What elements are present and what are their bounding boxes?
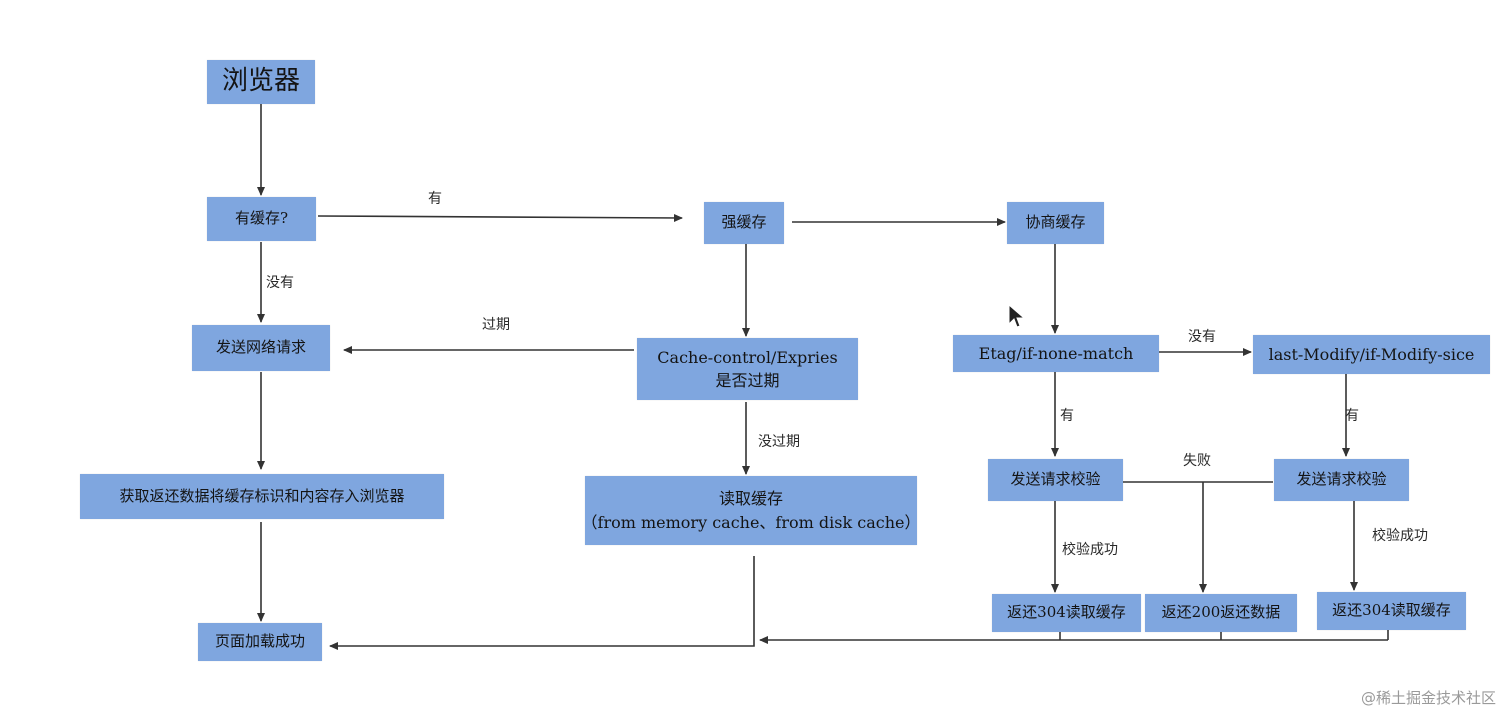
edge-label-yes-top: 有 <box>428 191 442 207</box>
node-negotiate-cache: 协商缓存 <box>1007 202 1104 244</box>
node-send-request: 发送网络请求 <box>192 325 330 371</box>
edge-label-validate-ok-right: 校验成功 <box>1372 528 1428 544</box>
node-strong-cache-label: 强缓存 <box>721 213 767 232</box>
edge-label-no-etag: 没有 <box>1188 329 1216 345</box>
node-page-loaded: 页面加载成功 <box>198 623 322 661</box>
node-has-cache: 有缓存? <box>207 197 316 241</box>
node-read-cache-line2: （from memory cache、from disk cache） <box>581 512 921 532</box>
node-return-304-left: 返还304读取缓存 <box>992 594 1141 632</box>
node-browser: 浏览器 <box>207 60 315 104</box>
edge-hascache-to-strongcache <box>317 213 683 222</box>
node-strong-cache: 强缓存 <box>704 202 784 244</box>
node-page-loaded-label: 页面加载成功 <box>214 632 305 651</box>
node-read-cache-line1: 读取缓存 <box>718 489 783 509</box>
node-return-304-right: 返还304读取缓存 <box>1317 592 1466 630</box>
node-validate-right: 发送请求校验 <box>1274 459 1409 501</box>
node-etag: Etag/if-none-match <box>953 335 1159 372</box>
node-validate-right-label: 发送请求校验 <box>1296 470 1387 489</box>
edge-readcache-to-pageloaded <box>329 556 755 650</box>
node-read-cache: 读取缓存 （from memory cache、from disk cache） <box>582 476 920 545</box>
edge-label-fail: 失败 <box>1183 453 1211 469</box>
node-get-data: 获取返还数据将缓存标识和内容存入浏览器 <box>80 474 444 519</box>
node-last-modify: last-Modify/if-Modify-sice <box>1253 335 1490 374</box>
node-return-304-right-label: 返还304读取缓存 <box>1332 601 1451 620</box>
node-return-200: 返还200返还数据 <box>1145 594 1297 632</box>
mouse-cursor-icon <box>1008 304 1026 328</box>
edge-label-yes-lastmod: 有 <box>1345 408 1359 424</box>
node-has-cache-label: 有缓存? <box>234 209 289 228</box>
node-return-200-label: 返还200返还数据 <box>1161 603 1281 622</box>
watermark: @稀土掘金技术社区 <box>1360 689 1496 707</box>
node-etag-label: Etag/if-none-match <box>978 343 1134 363</box>
node-return-304-left-label: 返还304读取缓存 <box>1007 603 1126 622</box>
node-get-data-label: 获取返还数据将缓存标识和内容存入浏览器 <box>119 486 405 505</box>
node-cache-control: Cache-control/Expries 是否过期 <box>637 338 858 400</box>
edge-label-not-expired: 没过期 <box>758 434 800 450</box>
node-validate-left-label: 发送请求校验 <box>1010 470 1101 489</box>
node-validate-left: 发送请求校验 <box>988 459 1123 501</box>
node-negotiate-cache-label: 协商缓存 <box>1025 213 1086 232</box>
edge-label-no-left: 没有 <box>266 275 294 291</box>
node-send-request-label: 发送网络请求 <box>215 338 306 357</box>
node-cache-control-line1: Cache-control/Expries <box>657 347 838 367</box>
node-cache-control-line2: 是否过期 <box>715 371 780 390</box>
edge-label-validate-ok-left: 校验成功 <box>1062 542 1118 558</box>
node-browser-label: 浏览器 <box>221 66 300 97</box>
edge-label-expired: 过期 <box>482 317 510 333</box>
node-last-modify-label: last-Modify/if-Modify-sice <box>1268 344 1475 364</box>
edge-label-yes-etag: 有 <box>1060 408 1074 424</box>
